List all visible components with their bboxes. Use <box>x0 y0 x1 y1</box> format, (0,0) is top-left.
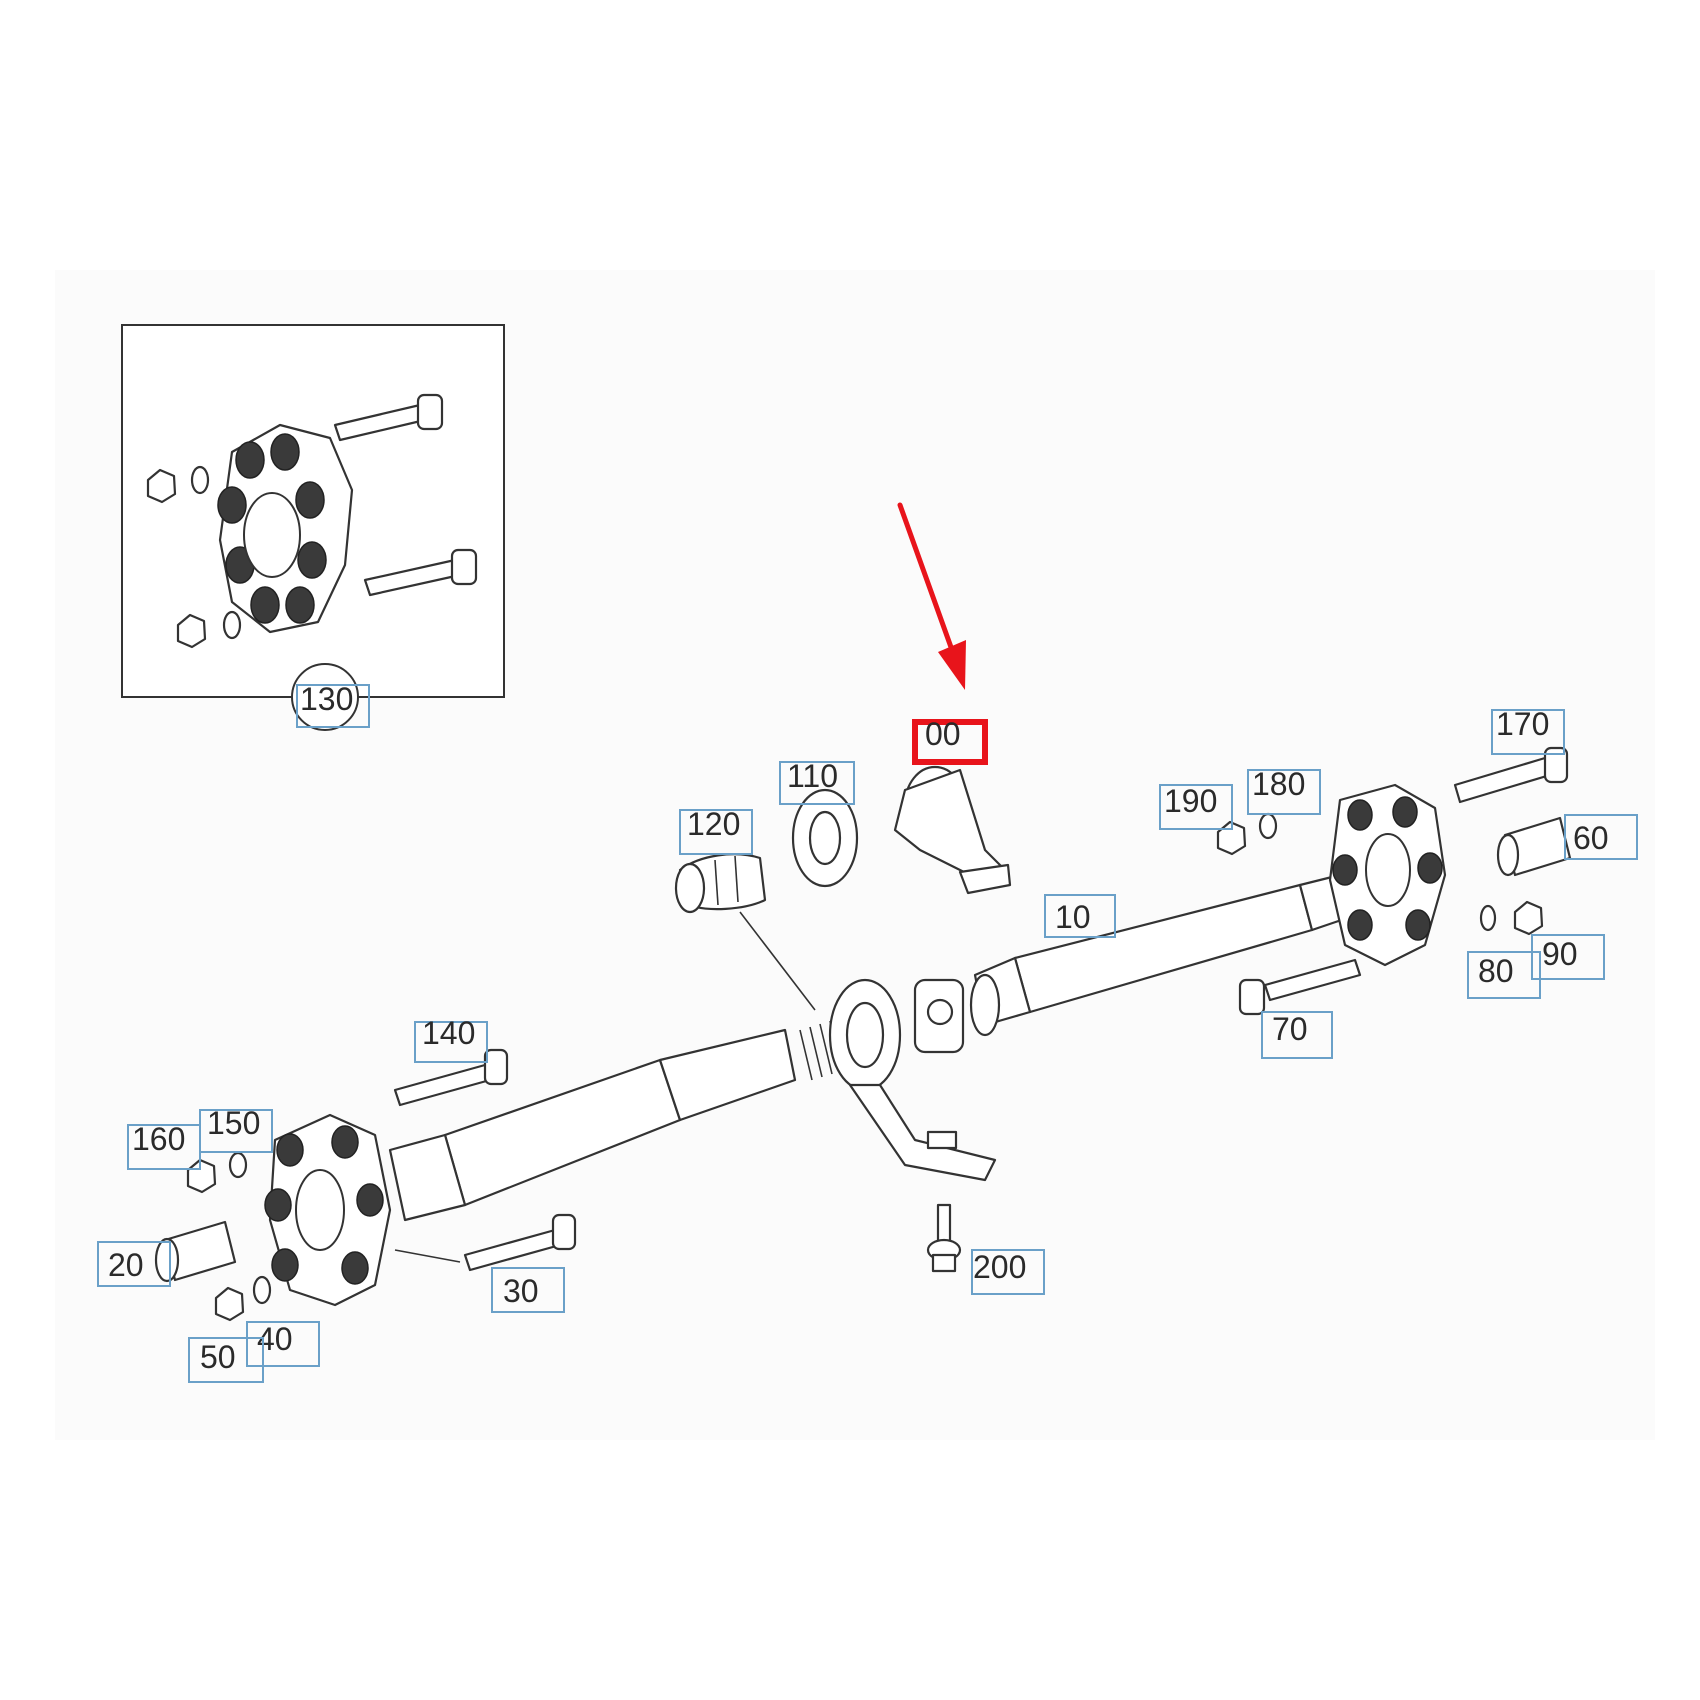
part-60-sleeve <box>1496 816 1572 877</box>
part-110-bearing <box>791 788 859 888</box>
part-50-nut <box>214 1286 245 1322</box>
callout-170: 170 <box>1491 706 1565 755</box>
part-180-washer <box>1258 812 1278 840</box>
svg-text:170: 170 <box>1496 706 1549 742</box>
part-30-bolt <box>394 1213 577 1272</box>
part-70-bolt <box>1238 958 1362 1016</box>
callout-200: 200 <box>971 1249 1045 1295</box>
svg-text:130: 130 <box>300 681 353 717</box>
part-170-bolt <box>1453 746 1569 804</box>
callout-50: 50 <box>188 1337 264 1383</box>
callout-60: 60 <box>1564 814 1638 860</box>
svg-text:140: 140 <box>422 1015 475 1051</box>
callout-30: 30 <box>491 1267 565 1313</box>
callout-130: 130 <box>296 681 370 728</box>
svg-text:50: 50 <box>200 1339 236 1375</box>
callout-120: 120 <box>679 806 753 855</box>
part-200-bolt <box>926 1203 962 1273</box>
callout-highlighted: 00 <box>912 716 988 765</box>
propeller-shaft <box>264 783 1447 1307</box>
svg-text:80: 80 <box>1478 953 1514 989</box>
callout-20: 20 <box>97 1241 171 1287</box>
callout-70: 70 <box>1261 1011 1333 1059</box>
callout-80: 80 <box>1467 951 1541 999</box>
svg-text:110: 110 <box>787 758 838 794</box>
svg-text:200: 200 <box>973 1249 1026 1285</box>
callout-110: 110 <box>779 758 855 805</box>
svg-text:120: 120 <box>687 806 740 842</box>
svg-text:90: 90 <box>1542 936 1578 972</box>
part-80-washer <box>1479 904 1497 932</box>
svg-text:150: 150 <box>207 1105 260 1141</box>
flex-disc-inset <box>121 324 505 731</box>
svg-text:70: 70 <box>1272 1011 1308 1047</box>
svg-text:30: 30 <box>503 1273 539 1309</box>
part-40-washer <box>252 1275 272 1305</box>
part-140-bolt <box>393 1048 509 1107</box>
svg-text:180: 180 <box>1252 766 1305 802</box>
svg-text:20: 20 <box>108 1247 144 1283</box>
callout-180: 180 <box>1247 766 1321 815</box>
part-center-bearing-support <box>893 765 1012 895</box>
pointer-arrow <box>897 502 966 690</box>
callout-140: 140 <box>414 1015 488 1063</box>
svg-text:00: 00 <box>925 716 961 752</box>
callout-160: 160 <box>127 1121 201 1170</box>
part-150-washer <box>228 1151 248 1179</box>
svg-text:160: 160 <box>132 1121 185 1157</box>
svg-text:60: 60 <box>1573 820 1609 856</box>
part-90-nut <box>1513 900 1544 936</box>
svg-text:190: 190 <box>1164 783 1217 819</box>
callout-10: 10 <box>1044 894 1116 938</box>
callout-90: 90 <box>1531 934 1605 980</box>
part-20-sleeve <box>154 1220 237 1283</box>
svg-text:10: 10 <box>1055 899 1091 935</box>
callout-150: 150 <box>199 1105 273 1153</box>
callout-190: 190 <box>1159 783 1233 830</box>
part-120-boot <box>674 853 816 1011</box>
